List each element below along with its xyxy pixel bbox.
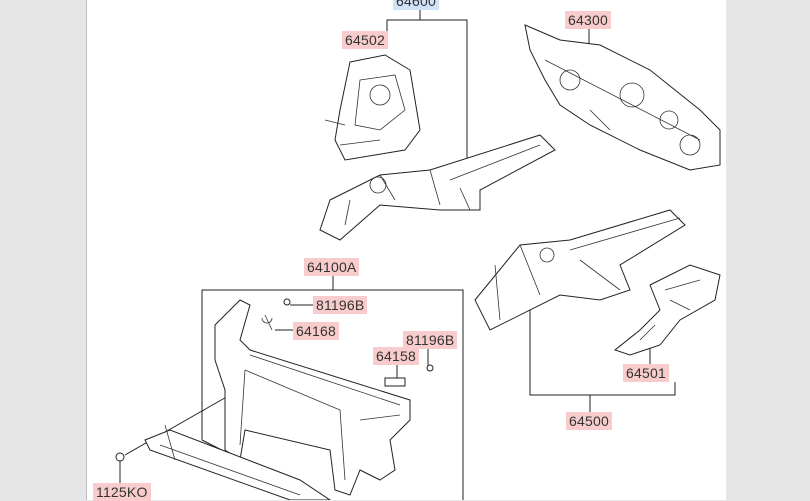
part-label-64168[interactable]: 64168: [293, 322, 339, 340]
part-label-64501[interactable]: 64501: [623, 364, 669, 382]
part-label-64600[interactable]: 64600: [393, 0, 439, 10]
part-64502-drawing: [324, 54, 421, 161]
part-bumper-beam-drawing: [115, 424, 331, 500]
part-label-64300[interactable]: 64300: [565, 11, 611, 29]
part-64600-drawing: [319, 134, 556, 241]
part-label-81196B-2[interactable]: 81196B: [403, 331, 458, 349]
part-label-64502[interactable]: 64502: [342, 31, 388, 49]
part-label-64500[interactable]: 64500: [566, 412, 612, 430]
part-label-1125KO[interactable]: 1125KO: [93, 483, 151, 501]
part-64500-drawing: [474, 209, 686, 331]
part-label-64100A[interactable]: 64100A: [304, 258, 360, 276]
part-64501-drawing: [613, 264, 721, 356]
part-64300-drawing: [524, 24, 721, 171]
part-label-81196B[interactable]: 81196B: [313, 296, 368, 314]
part-label-64158[interactable]: 64158: [373, 347, 419, 365]
